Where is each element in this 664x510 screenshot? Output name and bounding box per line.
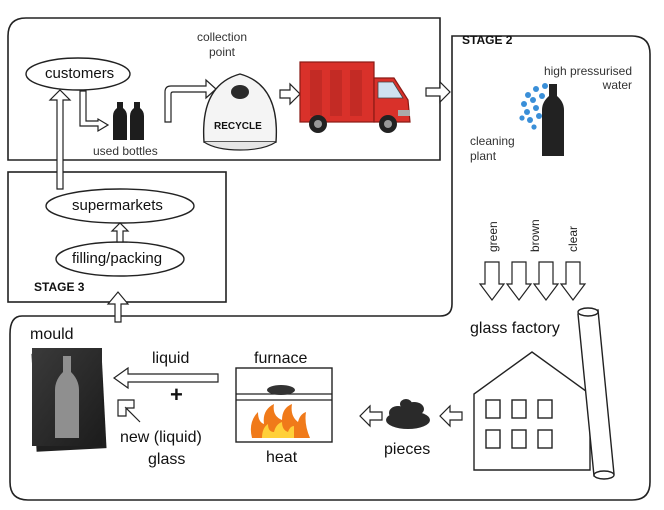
green-label: green [486, 221, 500, 252]
pieces-label: pieces [384, 441, 431, 458]
stage2-label: STAGE 2 [462, 33, 513, 47]
new-liquid-glass-label-line2: glass [148, 451, 186, 468]
clear-label: clear [566, 225, 580, 252]
arrow-liquid-to-mould [112, 366, 219, 390]
truck-icon [299, 61, 411, 133]
mould-label: mould [30, 326, 74, 343]
heat-label: heat [266, 449, 298, 466]
flames-icon [250, 404, 310, 438]
recycle-label: RECYCLE [214, 121, 262, 132]
customers-label: customers [45, 65, 115, 82]
used-bottles-icon [113, 102, 144, 140]
supermarkets-label: supermarkets [72, 197, 163, 214]
mould-icon [31, 348, 107, 452]
arrow-customers-to-bottles [79, 90, 110, 133]
arrow-filling-to-supermarkets [110, 222, 130, 243]
colour-sort-arrows [478, 261, 587, 301]
outer-cycle-outline [9, 35, 651, 501]
glass-factory-icon [473, 307, 615, 480]
customers-node [25, 57, 131, 91]
new-liquid-glass-label-line1: new (liquid) [120, 429, 202, 446]
high-pressurised-water-label: high pressurised water [543, 64, 632, 93]
arrow-mould-to-stage3 [106, 291, 130, 323]
cleaned-bottle-icon [542, 84, 564, 156]
arrow-bin-to-truck [279, 82, 301, 106]
glass-pieces-icon [386, 399, 430, 429]
furnace-label: furnace [254, 350, 308, 367]
water-drops-icon [519, 83, 548, 130]
used-bottles-label: used bottles [93, 144, 158, 158]
arrow-factory-to-pieces [439, 404, 463, 428]
arrow-bottles-to-collection [164, 78, 217, 123]
brown-label: brown [528, 219, 542, 252]
arrow-new-glass-to-mould [117, 399, 141, 423]
liquid-label: liquid [152, 350, 190, 367]
collection-point-label: collection point [196, 30, 248, 59]
stage3-label: STAGE 3 [34, 280, 85, 294]
plus-sign: + [170, 382, 183, 407]
filling-packing-label: filling/packing [72, 250, 163, 267]
cleaning-plant-label: cleaning plant [470, 134, 515, 163]
arrow-pieces-to-furnace [359, 404, 383, 428]
arrow-supermarkets-to-customers [48, 89, 72, 190]
glass-factory-label: glass factory [470, 320, 560, 337]
recycle-bin-icon [202, 73, 278, 151]
arrow-stage1-to-stage2 [425, 80, 451, 104]
